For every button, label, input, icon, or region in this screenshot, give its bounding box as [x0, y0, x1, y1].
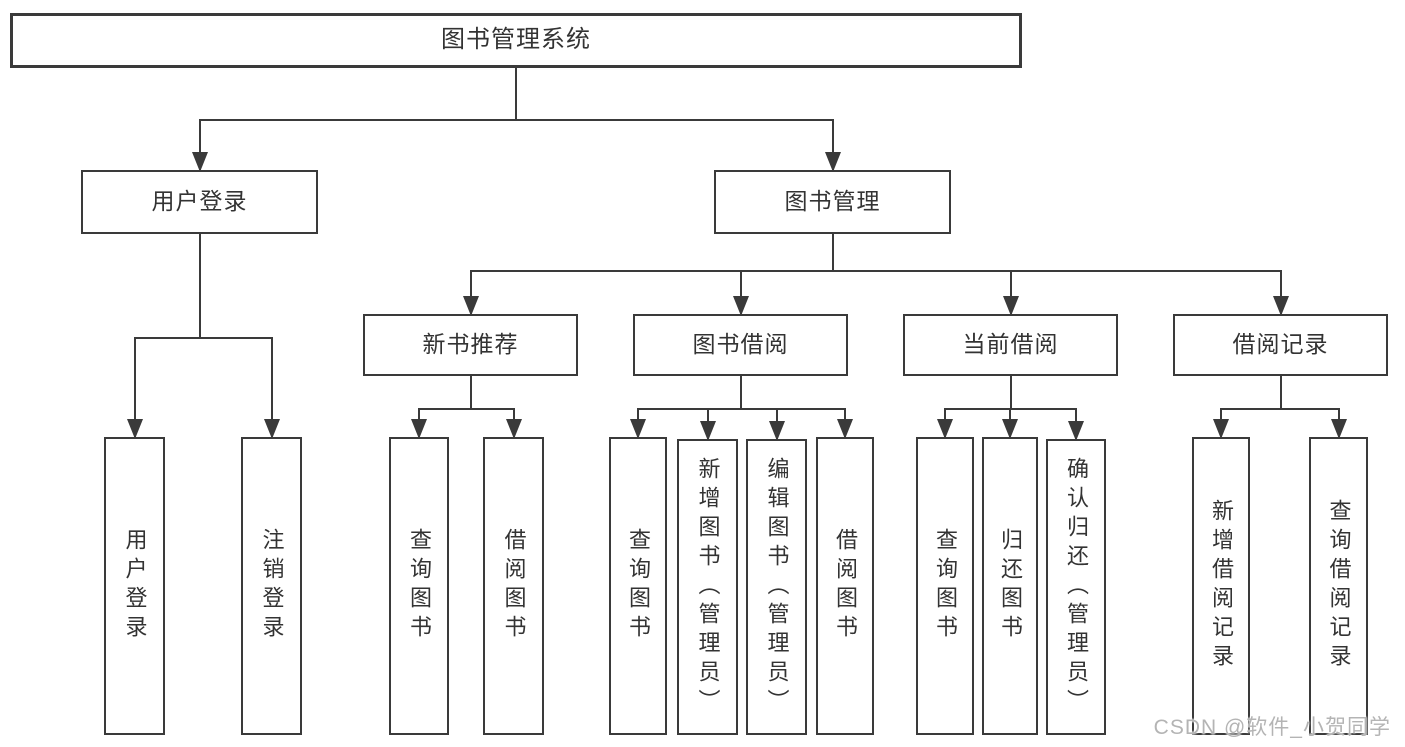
arrowhead-down-icon	[1002, 296, 1019, 316]
node-borrow-record: 借阅记录	[1173, 314, 1388, 376]
arrowhead-down-icon	[837, 419, 853, 439]
node-label: 确认归还（管理员）	[1064, 456, 1089, 718]
arrowhead-down-icon	[824, 152, 841, 172]
node-bb-add-book: 新增图书（管理员）	[677, 439, 738, 735]
connector-line	[133, 337, 273, 339]
connector-line	[831, 234, 834, 271]
node-label: 图书管理系统	[441, 26, 591, 54]
arrowhead-down-icon	[1068, 421, 1084, 441]
node-leaf-user-login: 用户登录	[104, 437, 165, 735]
node-label: 查询借阅记录	[1326, 499, 1352, 673]
connector-line	[198, 119, 834, 121]
arrowhead-down-icon	[1213, 419, 1229, 439]
connector-line	[133, 338, 136, 437]
connector-line	[1009, 271, 1012, 314]
node-bb-query-book: 查询图书	[609, 437, 667, 735]
connector-line	[198, 120, 201, 170]
node-bb-borrow-book: 借阅图书	[816, 437, 874, 735]
node-cb-return-book: 归还图书	[982, 437, 1038, 735]
node-nbr-borrow-book: 借阅图书	[483, 437, 544, 735]
connector-line	[515, 68, 517, 120]
arrowhead-down-icon	[505, 419, 522, 439]
node-label: 图书管理	[784, 188, 881, 215]
node-label: 借阅图书	[833, 528, 858, 644]
arrowhead-down-icon	[630, 419, 646, 439]
node-book-borrow: 图书借阅	[633, 314, 848, 376]
node-label: 注销登录	[259, 528, 285, 644]
node-bb-edit-book: 编辑图书（管理员）	[746, 439, 807, 735]
node-label: 借阅图书	[501, 528, 527, 644]
connector-line	[739, 271, 742, 314]
connector-line	[637, 408, 846, 410]
node-leaf-logout: 注销登录	[241, 437, 302, 735]
node-label: 新增图书（管理员）	[695, 456, 721, 718]
connector-line	[831, 120, 834, 170]
arrowhead-down-icon	[191, 152, 208, 172]
node-label: 用户登录	[151, 188, 248, 215]
node-label: 编辑图书（管理员）	[764, 456, 790, 718]
arrowhead-down-icon	[1272, 296, 1289, 316]
connector-line	[1220, 408, 1340, 410]
arrowhead-down-icon	[126, 419, 143, 439]
connector-line	[1279, 376, 1282, 409]
node-book-mgmt: 图书管理	[714, 170, 951, 234]
arrowhead-down-icon	[1002, 419, 1018, 439]
node-label: 归还图书	[998, 528, 1023, 644]
node-root: 图书管理系统	[10, 13, 1022, 68]
node-current-borrow: 当前借阅	[903, 314, 1118, 376]
arrowhead-down-icon	[937, 419, 953, 439]
node-label: 用户登录	[122, 528, 148, 644]
connector-line	[418, 408, 515, 410]
node-label: 当前借阅	[962, 331, 1059, 358]
connector-line	[469, 271, 472, 314]
node-nbr-query-book: 查询图书	[389, 437, 449, 735]
connector-line	[469, 270, 1282, 272]
node-user-login: 用户登录	[81, 170, 318, 234]
node-new-book-rec: 新书推荐	[363, 314, 578, 376]
connector-line	[739, 376, 742, 409]
connector-line	[1279, 271, 1282, 314]
node-br-query-record: 查询借阅记录	[1309, 437, 1368, 735]
node-br-add-record: 新增借阅记录	[1192, 437, 1250, 735]
connector-line	[1009, 376, 1012, 409]
arrowhead-down-icon	[411, 419, 427, 439]
arrowhead-down-icon	[768, 421, 785, 441]
node-label: 图书借阅	[692, 331, 789, 358]
arrowhead-down-icon	[732, 296, 749, 316]
connector-line	[198, 234, 201, 338]
connector-line	[270, 338, 273, 437]
node-label: 查询图书	[407, 528, 432, 644]
node-label: 新增借阅记录	[1209, 499, 1234, 673]
node-label: 新书推荐	[422, 331, 519, 358]
arrowhead-down-icon	[462, 296, 479, 316]
node-label: 查询图书	[933, 528, 958, 644]
node-label: 查询图书	[626, 528, 651, 644]
node-cb-confirm-return: 确认归还（管理员）	[1046, 439, 1106, 735]
arrowhead-down-icon	[1330, 419, 1347, 439]
node-cb-query-book: 查询图书	[916, 437, 974, 735]
node-label: 借阅记录	[1232, 331, 1329, 358]
arrowhead-down-icon	[699, 421, 716, 441]
csdn-watermark: CSDN @软件_小贺同学	[1153, 716, 1391, 739]
connector-line	[469, 376, 472, 409]
arrowhead-down-icon	[263, 419, 280, 439]
